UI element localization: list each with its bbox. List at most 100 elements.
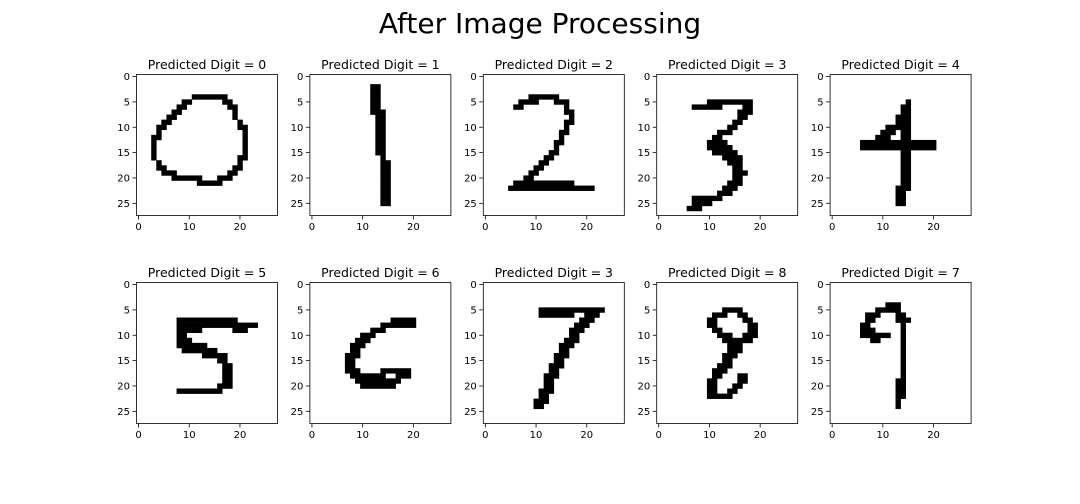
image-pixel [747, 327, 758, 334]
y-tick-label: 0 [644, 280, 650, 291]
image-pixel [722, 185, 738, 191]
image-pixel [742, 317, 753, 323]
image-pixel [156, 165, 167, 171]
x-tick-label: 0 [135, 222, 141, 233]
image-pixel [528, 170, 539, 176]
x-tick-label: 0 [829, 430, 835, 441]
x-tick-label: 20 [927, 222, 940, 233]
image-pixel [579, 317, 595, 323]
image-pixel [742, 104, 753, 110]
image-pixel [895, 383, 906, 389]
image-pixel [217, 175, 233, 181]
subplot-title: Predicted Digit = 3 [668, 57, 786, 72]
image-pixel [222, 99, 233, 105]
y-tick-label: 0 [817, 280, 823, 291]
image-pixel [727, 342, 743, 349]
image-pixel [732, 170, 748, 176]
x-tick-label: 20 [580, 222, 593, 233]
plot-area [309, 282, 452, 424]
image-pixel [151, 145, 157, 151]
image-pixel [237, 155, 248, 161]
y-tick-label: 25 [637, 407, 650, 418]
image-pixel [732, 165, 743, 171]
image-pixel [558, 347, 570, 354]
image-pixel [553, 99, 570, 105]
image-pixel [217, 358, 228, 364]
image-pixel [732, 175, 743, 181]
y-tick-label: 20 [811, 381, 824, 392]
x-tick-label: 10 [876, 430, 889, 441]
image-pixel [895, 403, 901, 410]
image-pixel [242, 150, 248, 156]
image-pixel [237, 119, 243, 126]
image-pixel [900, 358, 906, 364]
image-pixel [563, 337, 580, 344]
digit-image [176, 317, 259, 394]
image-pixel [533, 165, 544, 171]
y-tick-label: 20 [117, 381, 130, 392]
digit-image [706, 307, 758, 399]
digit-image [860, 302, 912, 410]
image-pixel [706, 383, 718, 389]
image-pixel [533, 403, 544, 410]
x-tick-label: 0 [829, 222, 835, 233]
y-tick-label: 15 [811, 356, 824, 367]
image-pixel [711, 368, 728, 374]
image-pixel [375, 139, 386, 146]
y-tick-label: 10 [811, 331, 824, 342]
digit-image [686, 99, 753, 212]
image-pixel [558, 342, 575, 349]
image-pixel [900, 363, 906, 369]
image-pixel [176, 327, 203, 334]
image-pixel [691, 104, 723, 110]
image-pixel [222, 378, 233, 384]
image-pixel [895, 185, 912, 191]
image-pixel [349, 373, 371, 379]
image-pixel [237, 160, 243, 166]
x-tick-label: 10 [530, 222, 543, 233]
image-pixel [584, 312, 600, 318]
image-pixel [895, 378, 906, 384]
y-tick-label: 10 [637, 331, 650, 342]
image-pixel [900, 342, 906, 349]
image-pixel [717, 129, 733, 136]
subplot-title: Predicted Digit = 7 [841, 265, 959, 280]
image-pixel [895, 388, 906, 394]
subplot-title: Predicted Digit = 0 [148, 57, 266, 72]
image-pixel [722, 307, 743, 313]
image-pixel [900, 327, 906, 334]
axes-frame [656, 282, 799, 424]
x-tick-label: 10 [183, 222, 196, 233]
image-pixel [370, 89, 381, 95]
image-pixel [543, 155, 555, 161]
digit-image [344, 317, 417, 389]
image-pixel [900, 175, 912, 181]
axes-frame [309, 282, 452, 424]
image-pixel [390, 317, 417, 323]
subplot-title: Predicted Digit = 4 [841, 57, 959, 72]
image-pixel [905, 99, 912, 105]
y-tick-label: 0 [817, 72, 823, 83]
x-tick-label: 0 [656, 430, 662, 441]
image-pixel [706, 322, 718, 328]
image-pixel [706, 393, 733, 399]
x-tick-label: 10 [183, 430, 196, 441]
y-tick-label: 15 [464, 356, 477, 367]
image-pixel [900, 347, 906, 354]
image-pixel [171, 109, 182, 115]
image-pixel [513, 104, 524, 110]
image-pixel [895, 398, 901, 405]
y-tick-label: 0 [124, 72, 130, 83]
y-tick-label: 5 [124, 97, 130, 108]
image-pixel [196, 180, 223, 186]
y-tick-label: 20 [117, 173, 130, 184]
image-pixel [151, 155, 157, 161]
image-pixel [895, 312, 906, 318]
image-pixel [242, 145, 248, 151]
axes-frame [656, 74, 799, 216]
y-tick-label: 15 [291, 356, 304, 367]
